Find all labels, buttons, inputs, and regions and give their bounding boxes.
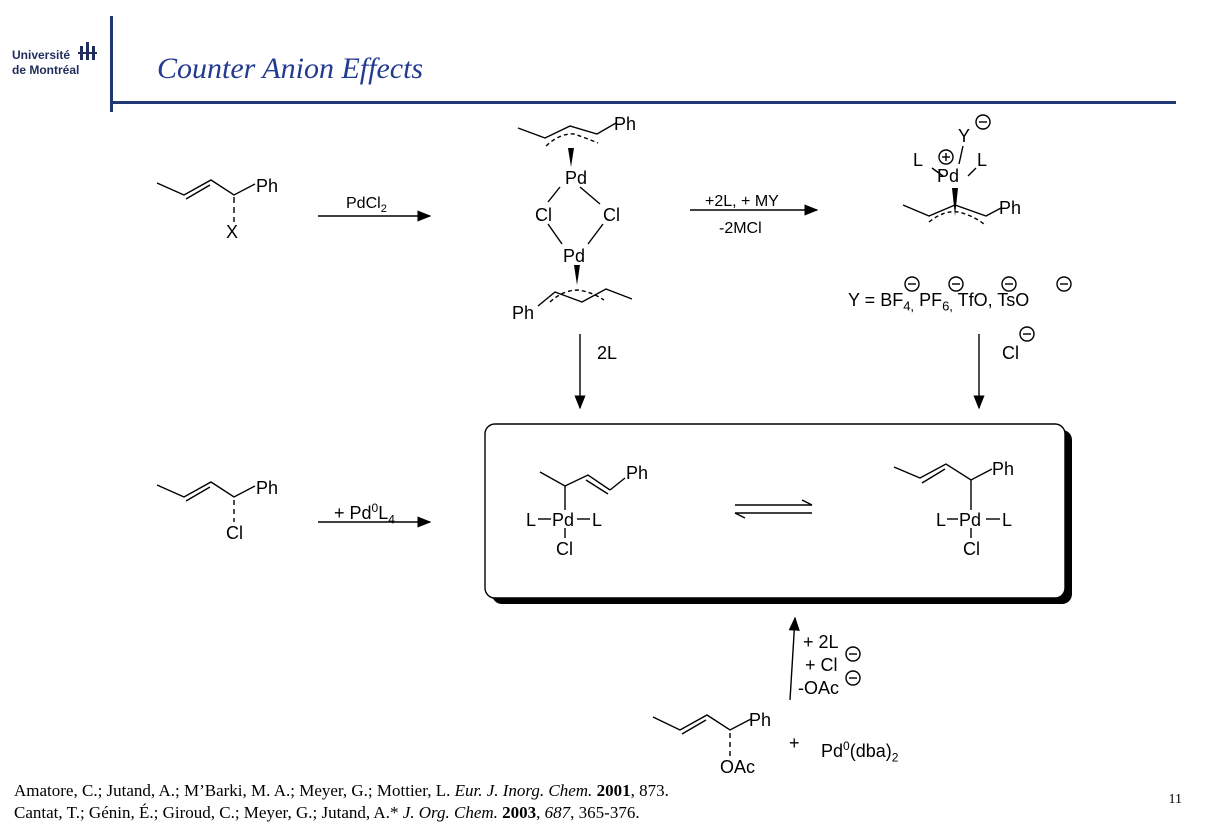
atom-cl-2: Cl <box>603 205 620 225</box>
cationic-pd-complex <box>902 114 1002 225</box>
sigma-complex-left <box>538 471 626 538</box>
reagent-2l: 2L <box>597 343 618 363</box>
atom-pd-4: Pd <box>552 510 575 530</box>
atom-ph-2: Ph <box>614 114 637 134</box>
atom-ph-5: Ph <box>256 478 279 498</box>
atom-cl-1: Cl <box>535 205 552 225</box>
atom-l-3: L <box>526 510 537 530</box>
atom-l-2: L <box>977 150 988 170</box>
atom-oac: OAc <box>720 757 756 777</box>
atom-pd-3: Pd <box>937 166 960 186</box>
atom-cl-4: Cl <box>556 539 573 559</box>
reagent-cl-anion: Cl <box>1002 343 1019 363</box>
atom-l-4: L <box>592 510 603 530</box>
atom-ph-6: Ph <box>626 463 649 483</box>
university-name-line2: de Montréal <box>12 63 80 77</box>
reagent-plus-cl: + Cl <box>805 655 838 675</box>
anion-charges <box>904 276 1072 342</box>
reference-2: Cantat, T.; Génin, É.; Giroud, C.; Meyer… <box>14 803 640 822</box>
arrow-up-oac <box>788 616 800 701</box>
header-vertical-rule <box>110 16 113 112</box>
university-logo: Université de Montréal <box>12 48 79 78</box>
sigma-complex-right <box>893 463 1000 538</box>
atom-ph-1: Ph <box>256 176 279 196</box>
atom-ph-7: Ph <box>992 459 1015 479</box>
page-number: 11 <box>1168 792 1182 807</box>
atom-ph-3: Ph <box>512 303 535 323</box>
chloride-oac-charges <box>845 646 861 686</box>
atom-cl-3: Cl <box>226 523 243 543</box>
pd-dimer-complex <box>517 122 633 307</box>
atom-pd-5: Pd <box>959 510 982 530</box>
atom-ph-4: Ph <box>999 198 1022 218</box>
anion-list: Y = BF4, PF6, TfO, TsO <box>848 290 1030 314</box>
reference-1: Amatore, C.; Jutand, A.; M’Barki, M. A.;… <box>14 781 669 800</box>
plus-sign: + <box>789 733 800 753</box>
atom-pd-1: Pd <box>565 168 588 188</box>
atom-l-6: L <box>1002 510 1013 530</box>
atom-cl-5: Cl <box>963 539 980 559</box>
equilibrium-box <box>484 423 1066 599</box>
reagent-minus2mcl: -2MCl <box>719 220 762 237</box>
reagent-plus2l-my: +2L, + MY <box>705 193 779 210</box>
references: Amatore, C.; Jutand, A.; M’Barki, M. A.;… <box>14 780 669 824</box>
reagent-minus-oac: -OAc <box>798 678 840 698</box>
university-name-line1: Université <box>12 48 71 62</box>
reagent-pd0l4: + Pd0L4 <box>334 501 395 527</box>
equilibrium-arrows <box>734 499 813 519</box>
atom-pd-2: Pd <box>563 246 586 266</box>
atom-y: Y <box>958 126 971 146</box>
allyl-cl-substrate <box>156 481 256 522</box>
page-title: Counter Anion Effects <box>157 52 424 85</box>
reagent-pd0-dba: Pd0(dba)2 <box>821 739 899 765</box>
allyl-oac-substrate <box>652 714 752 756</box>
atom-l-5: L <box>936 510 947 530</box>
atom-x: X <box>226 222 239 242</box>
atom-l-1: L <box>913 150 924 170</box>
reagent-pdcl2: PdCl2 <box>346 195 387 216</box>
header-horizontal-rule <box>110 101 1176 104</box>
allyl-x-substrate <box>156 179 256 222</box>
atom-ph-8: Ph <box>749 710 772 730</box>
reagent-plus-2l: + 2L <box>803 632 839 652</box>
